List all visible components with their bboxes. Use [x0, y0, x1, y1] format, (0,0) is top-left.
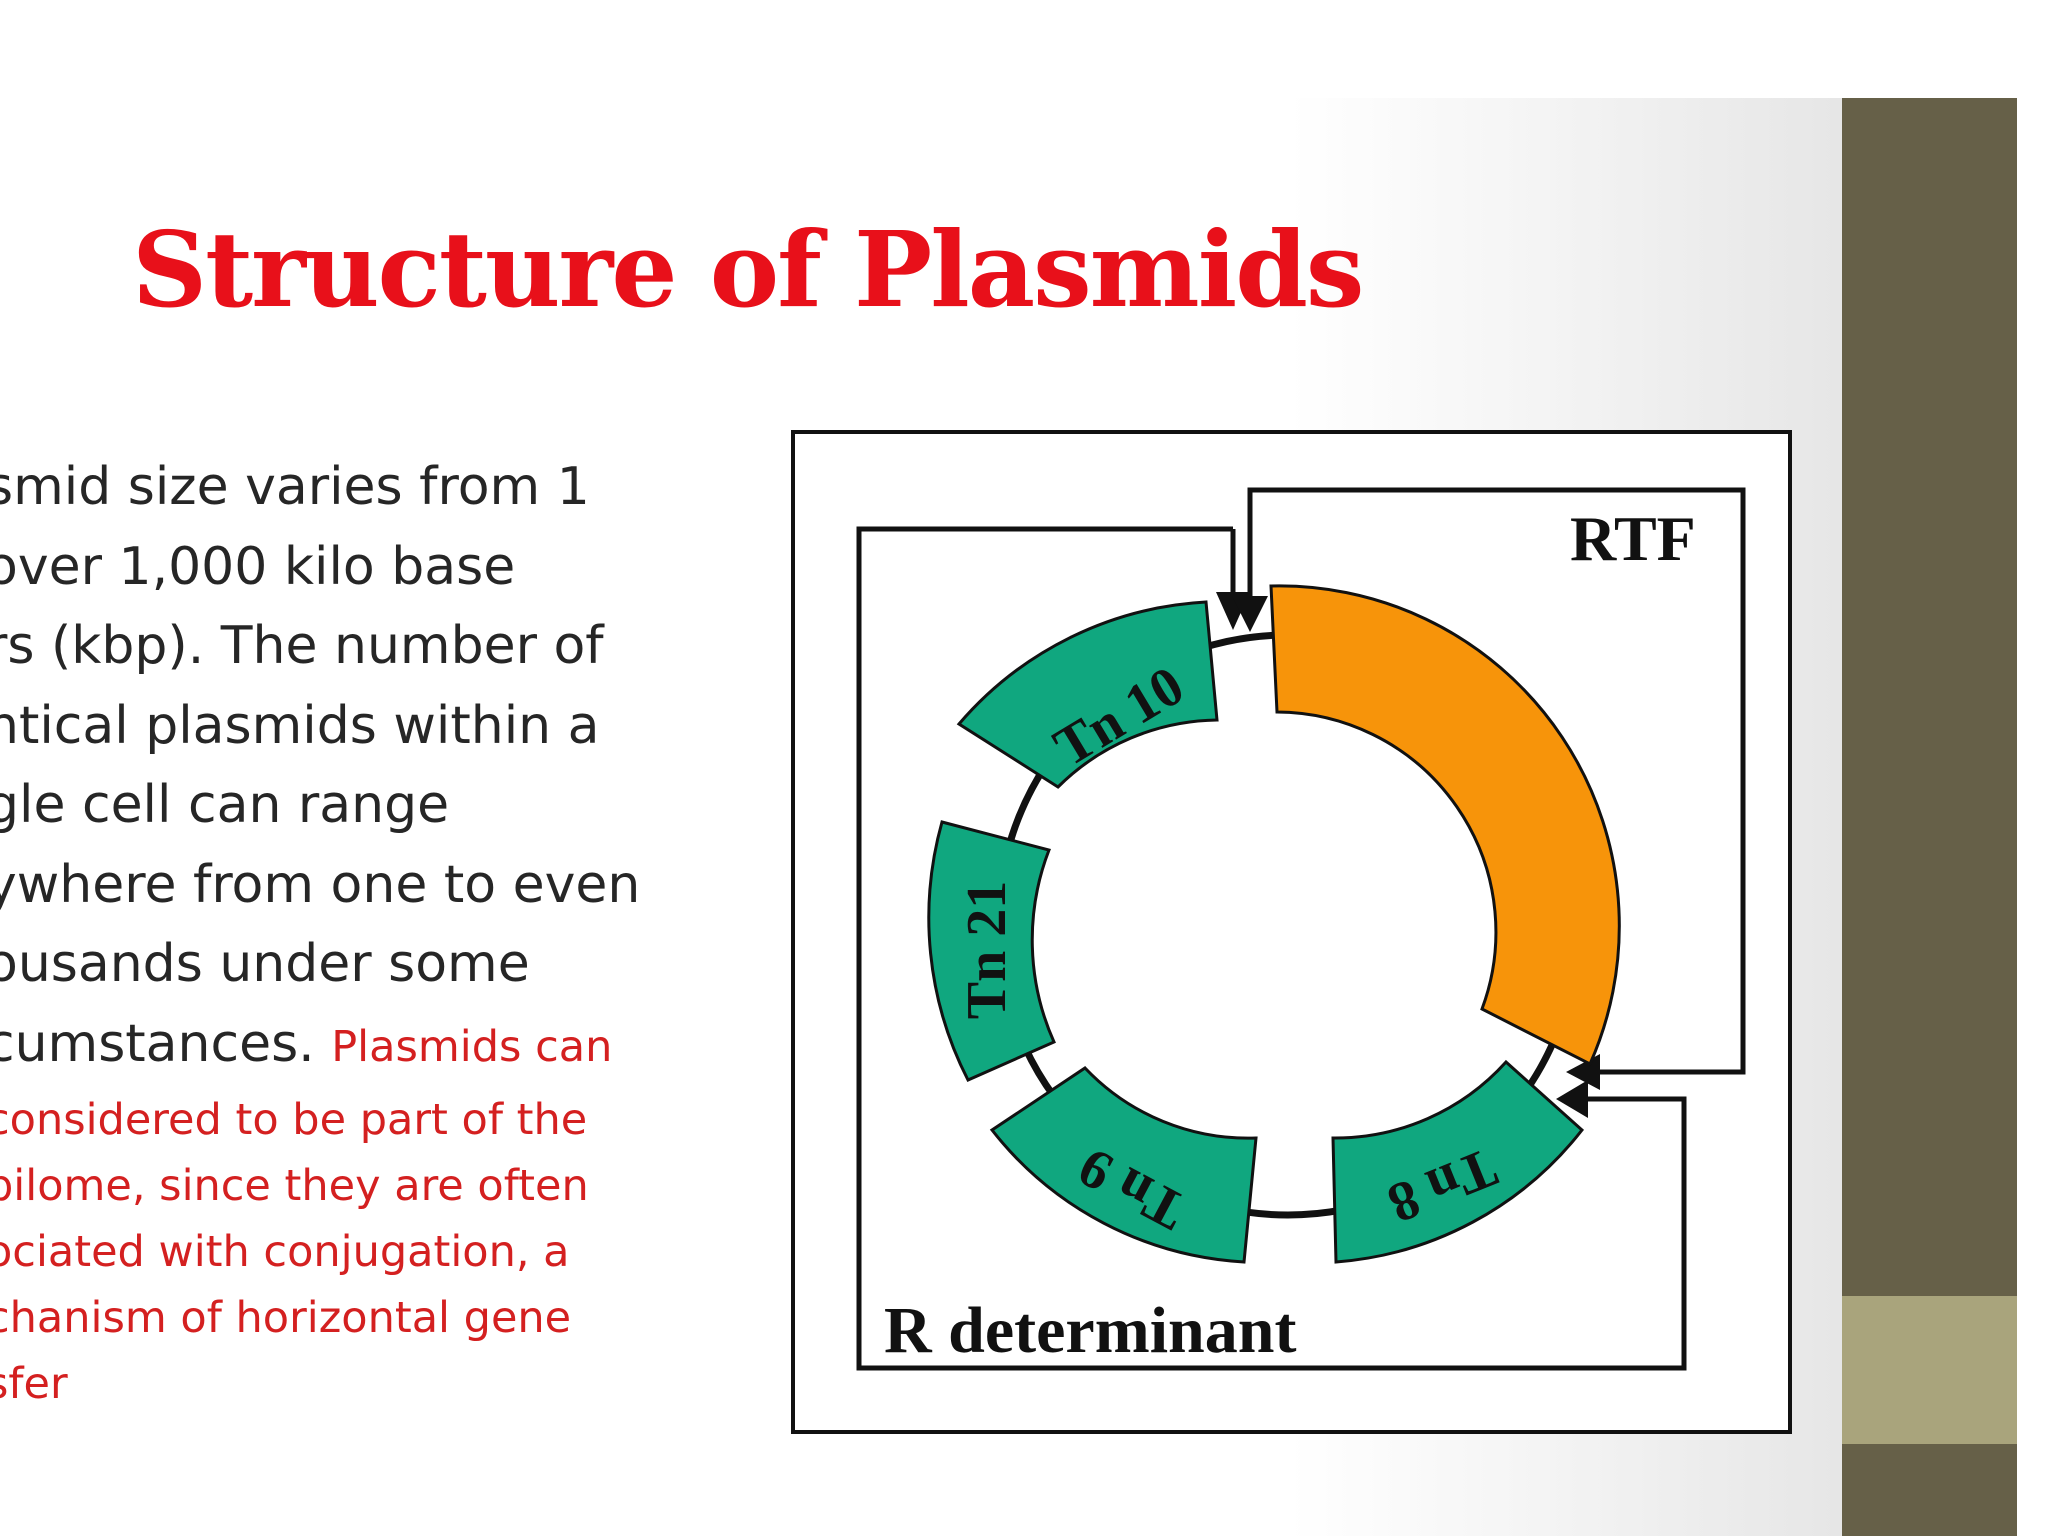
body-line: over 1,000 kilo base — [0, 536, 516, 597]
body-line: gle cell can range — [0, 775, 450, 835]
rtf-arrowhead — [1232, 596, 1268, 632]
slide-title: Structure of Plasmids — [132, 208, 1364, 331]
body-line: ntical plasmids within a — [0, 695, 600, 756]
red-line: bilome, since they are often — [0, 1161, 589, 1211]
body-line-red-part: Plasmids can — [331, 1021, 613, 1072]
body-line: ousands under some — [0, 934, 530, 994]
transposon-tn8 — [1331, 1059, 1585, 1264]
red-line: ociated with conjugation, a — [0, 1227, 570, 1277]
transposon-tn21 — [927, 820, 1056, 1082]
side-edge — [2017, 0, 2048, 1536]
body-line: rs (kbp). The number of — [0, 616, 604, 676]
r-determinant-bracket — [856, 526, 1687, 1371]
side-decoration-accent — [1842, 1296, 2017, 1444]
body-text: smid size varies from 1 over 1,000 kilo … — [0, 448, 716, 1417]
red-line: sfer — [0, 1359, 68, 1409]
r-determinant-arrowhead-right — [1556, 1080, 1588, 1118]
tn21-label: Tn 21 — [956, 881, 1018, 1020]
body-line-mixed: cumstances. Plasmids can — [0, 1005, 716, 1088]
body-line-black-part: cumstances. — [0, 1013, 332, 1074]
body-line: ywhere from one to even — [0, 854, 641, 915]
rtf-segment — [1269, 584, 1621, 1067]
red-line: chanism of horizontal gene — [0, 1293, 572, 1343]
plasmid-diagram: Tn 10 Tn 21 Tn 9 Tn 8 RTF R determinant — [790, 428, 1820, 1457]
transposon-tn9 — [989, 1066, 1258, 1264]
plasmid-diagram-svg: Tn 10 Tn 21 Tn 9 Tn 8 RTF R determinant — [791, 430, 1792, 1434]
r-determinant-label: R determinant — [884, 1294, 1296, 1367]
transposon-tn10 — [956, 600, 1219, 789]
top-band — [0, 0, 2048, 98]
rtf-label: RTF — [1570, 503, 1696, 574]
red-line: considered to be part of the — [0, 1095, 588, 1145]
rtf-bracket — [1247, 487, 1746, 1075]
body-line: smid size varies from 1 — [0, 457, 590, 517]
